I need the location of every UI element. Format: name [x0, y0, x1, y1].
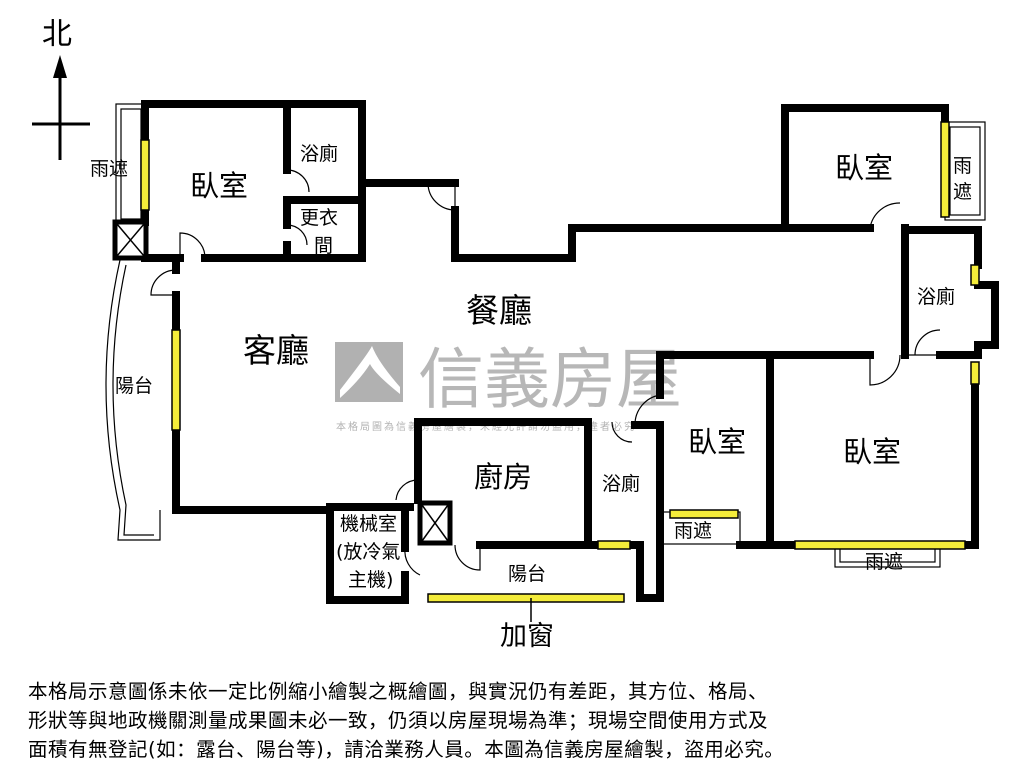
label-closet-1: 更衣	[300, 207, 338, 229]
disclaimer: 本格局示意圖係未依一定比例縮小繪製之概繪圖，與實況仍有差距，其方位、格局、 形狀…	[28, 677, 1008, 764]
label-bedroom-ne: 臥室	[835, 151, 893, 185]
label-dining-room: 餐廳	[466, 291, 532, 330]
label-awning-ne-1: 雨	[953, 155, 972, 177]
watermark: 信義房屋 本格局圖為信義房屋繪製，未經允許請勿盜用，違者必究	[335, 341, 682, 433]
disclaimer-line: 面積有無登記(如：露台、陽台等)，請洽業務人員。本圖為信義房屋繪製，盜用必究。	[28, 738, 785, 761]
label-kitchen: 廚房	[474, 460, 532, 494]
door-icon	[150, 169, 941, 576]
label-mech-2: (放冷氣	[336, 541, 400, 563]
label-balcony-s: 陽台	[508, 563, 546, 585]
label-bathroom-nw: 浴廁	[300, 142, 338, 165]
label-awning-ne-2: 遮	[953, 181, 972, 203]
label-bathroom-mid: 浴廁	[602, 472, 640, 495]
disclaimer-line: 形狀等與地政機關測量成果圖未必一致，仍須以房屋現場為準；現場空間使用方式及	[28, 709, 769, 732]
label-awning-mid: 雨遮	[674, 520, 712, 542]
disclaimer-line: 本格局示意圖係未依一定比例縮小繪製之概繪圖，與實況仍有差距，其方位、格局、	[28, 680, 769, 703]
label-awning-se: 雨遮	[865, 551, 903, 573]
label-bathroom-e: 浴廁	[917, 285, 955, 308]
duct-icon	[112, 219, 453, 546]
label-bedroom-mid: 臥室	[688, 425, 746, 459]
label-living-room: 客廳	[243, 331, 309, 370]
north-arrow-icon: 北	[32, 17, 90, 160]
label-mech-3: 主機)	[348, 569, 393, 591]
label-mech-1: 機械室	[340, 513, 397, 535]
label-bedroom-se: 臥室	[843, 435, 901, 469]
watermark-brand: 信義房屋	[418, 341, 682, 418]
label-balcony-w: 陽台	[115, 375, 153, 397]
windows	[140, 121, 980, 622]
north-label: 北	[42, 17, 72, 52]
label-awning-nw: 雨遮	[90, 158, 128, 180]
label-bedroom-nw: 臥室	[190, 169, 248, 203]
room-labels: 臥室 浴廁 更衣 間 雨遮 客廳 餐廳 陽台 臥室 雨 遮 浴廁 臥室 臥室 廚…	[90, 142, 972, 652]
label-closet-2: 間	[314, 235, 333, 257]
label-added-window: 加窗	[500, 621, 554, 652]
